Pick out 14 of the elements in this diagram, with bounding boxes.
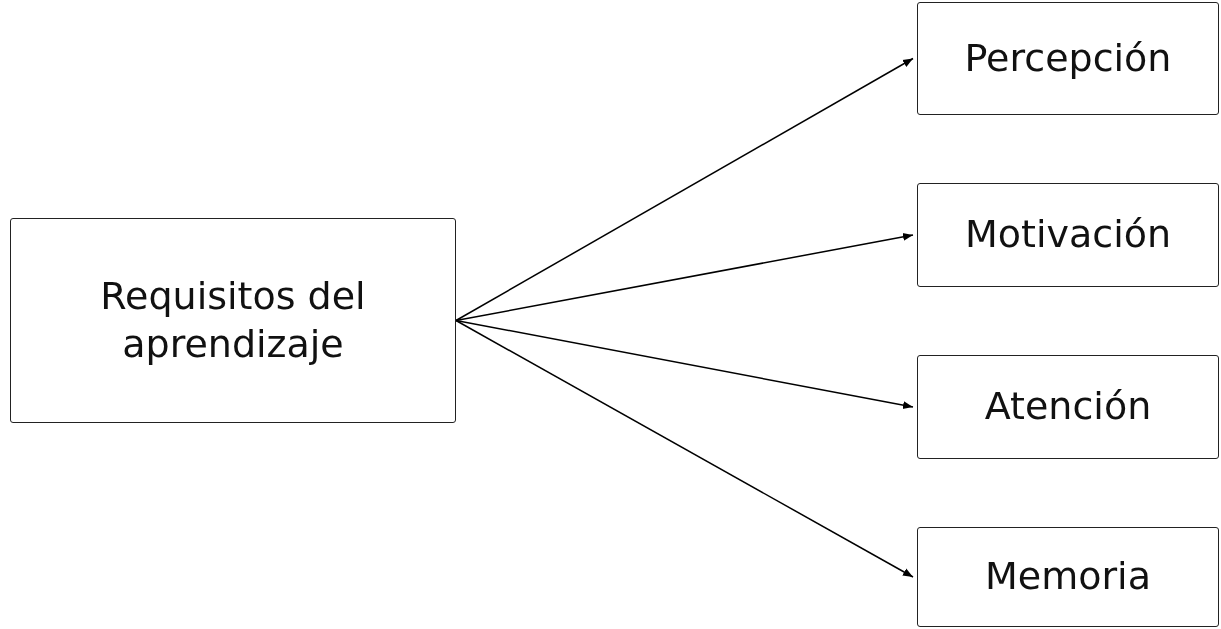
box-label: Requisitos del aprendizaje: [99, 273, 367, 368]
box-label: Atención: [983, 383, 1153, 431]
process-box: [917, 355, 1219, 459]
process-box: [10, 218, 456, 423]
process-box: [917, 527, 1219, 627]
box-label: Percepción: [963, 34, 1173, 82]
box-label: Motivación: [963, 211, 1173, 259]
process-box: [917, 183, 1219, 287]
process-box: [917, 2, 1219, 115]
arrow: [455, 232, 914, 322]
arrow: [455, 57, 914, 322]
arrow: [455, 319, 914, 578]
arrow: [455, 319, 914, 410]
box-label: Memoria: [984, 553, 1152, 601]
